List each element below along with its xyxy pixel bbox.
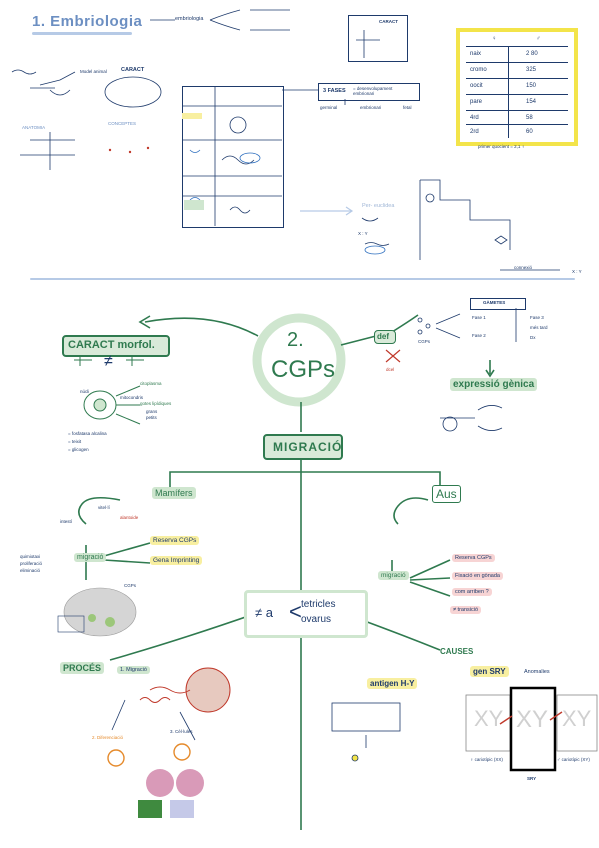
table-row: oocit 150: [466, 78, 568, 95]
table-header: ♀ ♂: [492, 36, 541, 42]
center-title: CGPs: [271, 356, 336, 383]
def-label-item: Fase 3: [530, 315, 544, 320]
mamifers-box-imprinting: Gena Imprinting: [150, 556, 203, 565]
development-grid: [182, 86, 284, 228]
karyotype-label: ♀ cariotípic (XX): [470, 757, 503, 762]
section-divider: [30, 278, 575, 280]
migracio-box: MIGRACIÓ: [263, 434, 343, 460]
caract-label: núcli: [80, 389, 90, 394]
def-label-item: Fase 1: [472, 315, 486, 320]
def-label-item: Dx: [530, 335, 536, 340]
caract-label: = fosfatasa alcalina: [68, 431, 107, 436]
top-section-sketch: [11, 9, 560, 271]
gametes-label: GÀMETES: [483, 300, 506, 305]
proces-step-1: 1. Migració: [117, 666, 150, 674]
caract-label: = teixit: [68, 439, 82, 444]
def-box: def: [374, 330, 396, 344]
cgp-count-table: ♀ ♂ naix 2 80 cromo 325 oocit 150 pare 1…: [456, 28, 578, 146]
mamifers-niche: alantoide: [120, 515, 139, 520]
connexio-label: connexió: [514, 265, 533, 270]
def-label-item: dcel: [386, 367, 395, 372]
caract-gen-label: CARACT: [379, 19, 398, 24]
fases-title: 3 FASES: [323, 88, 346, 94]
top-section: 1. Embriologia embriologia Model animal …: [0, 0, 599, 280]
karyotype-xy-normal: XY: [516, 706, 549, 733]
caract-label: = glicogen: [68, 447, 89, 452]
caract-morfol-title: CARACT morfol.: [68, 339, 155, 351]
gametes-box: GÀMETES: [470, 298, 526, 310]
def-label-item: CGPs: [418, 339, 431, 344]
diff-item-testicles: tetricles: [301, 599, 336, 610]
karyotype-label: ♂ cariotípic (XY): [557, 757, 590, 762]
mamifers-annotation: proliferació: [20, 561, 43, 566]
caract-gen-box: CARACT: [348, 15, 408, 62]
differentiation-box: ≠ a tetricles ovarus <: [244, 590, 368, 638]
mamifers-annotation: eliminació: [20, 568, 41, 573]
conceptes-label: CONCEPTES: [108, 121, 137, 126]
anatomia-label: ANATOMIA: [22, 125, 46, 130]
xy-label: X : Y: [358, 231, 368, 236]
center-number: 2.: [287, 329, 304, 351]
antigen-hy: antigen H-Y: [367, 678, 418, 689]
caract-label: petits: [146, 415, 157, 420]
table-row: 2rd 60: [466, 124, 568, 141]
aus-box-arriben: com arriben ?: [452, 588, 492, 596]
diff-bracket: <: [289, 599, 302, 624]
aus-via: migració: [378, 571, 409, 580]
gen-sry: gen SRY: [470, 666, 509, 677]
aus-title: Aus: [432, 485, 461, 503]
karyotype-xy-male: XY: [562, 706, 592, 731]
diff-item-ovaris: ovarus: [301, 614, 332, 625]
anomalies-label: Anomalies: [524, 669, 550, 675]
caract-label: gotes lipídiques: [140, 401, 172, 406]
def-label-item: més tard: [530, 325, 548, 330]
fase-fetal: fetal: [403, 105, 412, 110]
expressio-genica: expressió gènica: [450, 378, 538, 391]
mamifers-title: Mamífers: [152, 487, 196, 499]
proces-step-2: 2. Diferenciació: [92, 735, 124, 740]
proces-title: PROCÉS: [60, 662, 105, 674]
fase-germinal: germinal: [320, 105, 338, 110]
xy-bottom: X : Y: [572, 269, 582, 274]
per-euclidea: Per- euclidea: [362, 203, 395, 209]
diff-prefix: ≠ a: [255, 605, 273, 620]
table-row: naix 2 80: [466, 46, 568, 63]
caract-label: mitocondris: [120, 395, 144, 400]
proces-step-3: 3. Cèl·lules: [170, 729, 193, 734]
fases-desc: = desenvolupament embrionari: [353, 86, 393, 96]
aus-box-reserva: Reserva CGPs: [452, 554, 495, 562]
mamifers-niche: vitel·lí: [98, 505, 110, 510]
fases-box: 3 FASES = desenvolupament embrionari: [318, 83, 420, 101]
migracio-label: MIGRACIÓ: [273, 440, 343, 454]
caract-morfol-box: CARACT morfol.: [62, 335, 170, 357]
title-underline: [32, 32, 132, 35]
embriologia-label: embriologia: [175, 16, 204, 22]
def-label-item: Fase 2: [472, 333, 486, 338]
microscopy-label: CGPs: [124, 583, 137, 588]
table-row: pare 154: [466, 94, 568, 111]
mamifers-box-reserva: Reserva CGPs: [150, 536, 200, 545]
table-row: 4rd 58: [466, 110, 568, 127]
table-row: cromo 325: [466, 62, 568, 79]
def-label: def: [377, 332, 389, 341]
causes-title: CAUSES: [440, 647, 474, 656]
caract-label: citoplasma: [140, 381, 162, 386]
neq-symbol: ≠: [104, 353, 113, 370]
caract-label: grans: [146, 409, 158, 414]
aus-box-fixacio: Fixació en gònada: [452, 572, 503, 580]
karyotype-label: SRY: [527, 776, 537, 781]
table-footnote: primer quocient = 2,1 ♀: [478, 144, 526, 149]
mamifers-via: migració: [74, 553, 107, 562]
mamifers-niche: intestí: [60, 519, 73, 524]
karyotype-xx-female: XY: [474, 706, 504, 731]
mamifers-annotation: quimiotaxi: [20, 554, 41, 559]
caract-label: CARACT: [121, 67, 145, 73]
section1-title: 1. Embriologia: [32, 13, 143, 30]
fase-embrionari: embrionari: [360, 105, 382, 110]
aus-extra: ≠ transició: [450, 606, 482, 614]
model-animal: Model animal: [80, 69, 107, 74]
